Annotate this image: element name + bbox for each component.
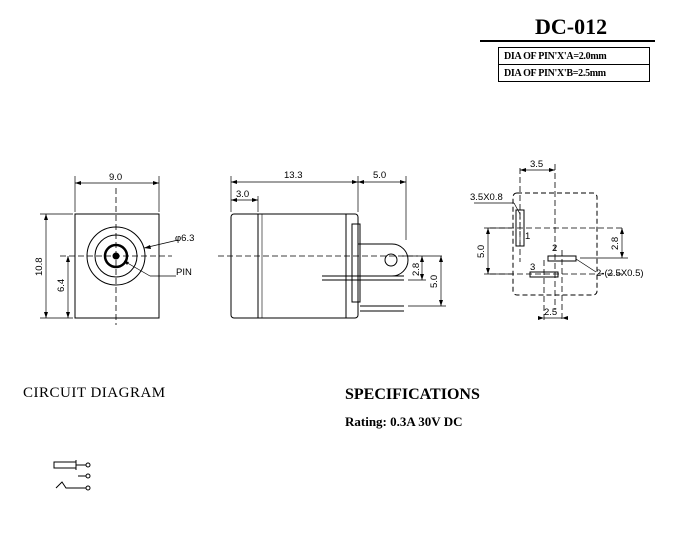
side-body-length-dim: 13.3: [284, 170, 303, 181]
title-underline: [480, 40, 655, 42]
side-flange: [351, 223, 361, 303]
side-tab-length-dim: 5.0: [373, 170, 386, 181]
pcb-slot1-size: 3.5X0.8: [470, 192, 503, 203]
pcb-pin-2-label: 2: [552, 243, 557, 254]
model-title: DC-012: [535, 14, 608, 39]
pcb-right-dim: 2.8: [610, 237, 621, 250]
front-width-dim: 9.0: [109, 172, 122, 183]
side-pin-spacing-dim: 5.0: [429, 275, 440, 288]
pcb-top-width-dim: 3.5: [530, 159, 543, 170]
bore-diameter-label: φ6.3: [175, 233, 194, 244]
side-tab-hole: [384, 253, 398, 267]
pin-b-diameter: DIA OF PIN'X'B=2.5mm: [498, 64, 650, 82]
pin-diameter-table: DIA OF PIN'X'A=2.0mm DIA OF PIN'X'B=2.5m…: [498, 47, 650, 82]
side-body-outline: [230, 213, 359, 319]
circuit-diagram-heading: CIRCUIT DIAGRAM: [23, 385, 166, 401]
circuit-plug: [53, 461, 77, 469]
front-pin-height-dim: 6.4: [56, 279, 67, 292]
front-view: [40, 176, 179, 325]
side-step-dim: 3.0: [236, 189, 249, 200]
pcb-slot23-size: 2-(2.5X0.5): [596, 268, 644, 279]
pcb-height-dim: 5.0: [476, 245, 487, 258]
pcb-pin-3-label: 3: [530, 262, 535, 273]
pin-label: PIN: [176, 267, 192, 278]
circuit-symbol: [53, 460, 91, 491]
pcb-layout-view: [474, 164, 628, 320]
pcb-bottom-width-dim: 2.5: [544, 307, 557, 318]
side-pin-offset-dim: 2.8: [411, 263, 422, 276]
rating-text: Rating: 0.3A 30V DC: [345, 414, 463, 429]
specifications-heading: SPECIFICATIONS: [345, 386, 480, 403]
front-body-outline: [74, 213, 160, 319]
side-tab: [358, 243, 409, 277]
front-height-dim: 10.8: [34, 258, 45, 277]
side-view: [218, 176, 446, 319]
pcb-pin-1-label: 1: [525, 231, 530, 242]
